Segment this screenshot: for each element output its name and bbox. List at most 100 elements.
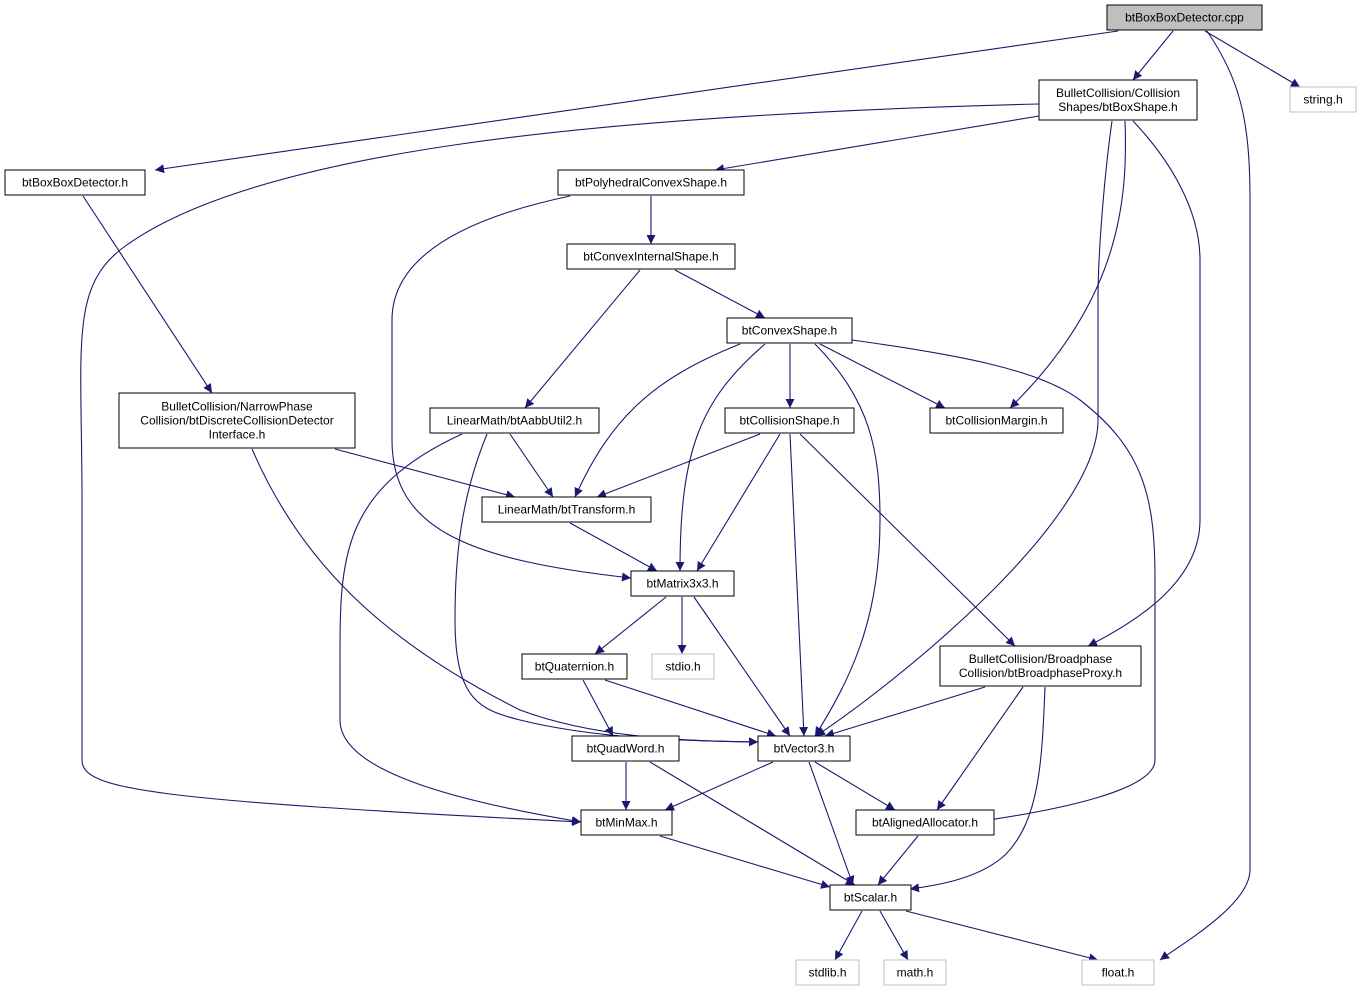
node-label: string.h xyxy=(1303,93,1342,107)
edge-btScalar-to-float xyxy=(905,910,1099,963)
edge-btQuaternion-to-btVector3 xyxy=(604,679,777,738)
edge-btBoxShape-to-btPolyhedralConvexShape xyxy=(714,115,1040,173)
edge-btBroadphaseProxy-to-btScalar xyxy=(909,686,1046,893)
node-box xyxy=(521,653,628,680)
edge-btMatrix3x3-to-btQuaternion xyxy=(594,596,667,655)
node-box xyxy=(580,809,673,836)
node-label: Interface.h xyxy=(209,428,266,442)
node-label: btQuaternion.h xyxy=(535,660,614,674)
edge-btVector3-to-btScalar xyxy=(808,761,855,886)
node-btMatrix3x3[interactable]: btMatrix3x3.h xyxy=(630,570,735,597)
node-btBoxBoxDetector_h[interactable]: btBoxBoxDetector.h xyxy=(4,169,146,196)
node-label: Collision/btDiscreteCollisionDetector xyxy=(140,414,333,428)
edge-btAabbUtil2-to-btMinMax xyxy=(339,433,582,825)
edge-btBoxShape-to-btBroadphaseProxy xyxy=(1087,120,1201,647)
node-label: LinearMath/btAabbUtil2.h xyxy=(447,414,582,428)
node-box xyxy=(566,243,736,270)
edge-btBoxShape-to-btVector3 xyxy=(815,120,1113,737)
node-label: BulletCollision/Collision xyxy=(1056,86,1180,100)
node-label: btConvexShape.h xyxy=(742,324,837,338)
edge-btTransform-to-btMatrix3x3 xyxy=(569,522,658,572)
node-box xyxy=(757,735,851,762)
node-btTransform[interactable]: LinearMath/btTransform.h xyxy=(481,496,652,523)
node-btConvexInternalShape[interactable]: btConvexInternalShape.h xyxy=(566,243,736,270)
node-box xyxy=(4,169,146,196)
edge-btAabbUtil2-to-btTransform xyxy=(509,433,554,498)
edge-btBroadphaseProxy-to-btAlignedAllocator xyxy=(936,686,1024,811)
node-btPolyhedralConvexShape[interactable]: btPolyhedralConvexShape.h xyxy=(557,169,745,196)
edge-btQuadWord-to-btScalar xyxy=(649,761,856,886)
edge-btConvexInternalShape-to-btAabbUtil2 xyxy=(524,269,641,409)
edge-btConvexShape-to-btVector3 xyxy=(814,343,881,737)
edge-btScalar-to-stdlib xyxy=(834,910,863,961)
edge-btMatrix3x3-to-btVector3 xyxy=(693,596,791,737)
node-box xyxy=(630,570,735,597)
node-label: Collision/btBroadphaseProxy.h xyxy=(959,666,1122,680)
edge-btBoxShape-to-btMinMax xyxy=(80,103,1040,827)
node-btCollisionMargin[interactable]: btCollisionMargin.h xyxy=(929,407,1064,434)
edge-btDiscreteCollisionDetector-to-btTransform xyxy=(334,448,516,500)
node-label: btPolyhedralConvexShape.h xyxy=(575,176,727,190)
node-label: btConvexInternalShape.h xyxy=(583,250,718,264)
node-btQuaternion[interactable]: btQuaternion.h xyxy=(521,653,628,680)
node-label: LinearMath/btTransform.h xyxy=(498,503,636,517)
node-box xyxy=(429,407,600,434)
node-btVector3[interactable]: btVector3.h xyxy=(757,735,851,762)
node-label: btMatrix3x3.h xyxy=(646,577,718,591)
node-btCollisionShape[interactable]: btCollisionShape.h xyxy=(724,407,855,434)
node-box xyxy=(829,884,912,911)
node-float: float.h xyxy=(1081,959,1155,986)
node-layer: btBoxBoxDetector.cppBulletCollision/Coll… xyxy=(4,4,1357,986)
node-label: Shapes/btBoxShape.h xyxy=(1058,100,1177,114)
node-box xyxy=(1289,86,1357,113)
edge-btCollisionShape-to-btBroadphaseProxy xyxy=(799,433,1016,647)
node-box xyxy=(571,735,680,762)
node-label: math.h xyxy=(897,966,934,980)
node-label: btAlignedAllocator.h xyxy=(872,816,978,830)
node-string: string.h xyxy=(1289,86,1357,113)
node-btDiscreteCollisionDetector[interactable]: BulletCollision/NarrowPhaseCollision/btD… xyxy=(118,392,356,449)
node-btMinMax[interactable]: btMinMax.h xyxy=(580,809,673,836)
node-btScalar[interactable]: btScalar.h xyxy=(829,884,912,911)
node-math: math.h xyxy=(883,959,947,986)
edge-btBoxShape-to-btCollisionMargin xyxy=(1009,120,1127,409)
node-label: float.h xyxy=(1102,966,1135,980)
edge-root-to-btBoxShape xyxy=(1132,30,1174,81)
node-box xyxy=(795,959,860,986)
node-btAabbUtil2[interactable]: LinearMath/btAabbUtil2.h xyxy=(429,407,600,434)
node-box xyxy=(939,645,1142,687)
edge-btMinMax-to-btScalar xyxy=(659,835,831,889)
node-label: btCollisionMargin.h xyxy=(945,414,1047,428)
node-btAlignedAllocator[interactable]: btAlignedAllocator.h xyxy=(855,809,995,836)
node-btBroadphaseProxy[interactable]: BulletCollision/BroadphaseCollision/btBr… xyxy=(939,645,1142,687)
node-box xyxy=(883,959,947,986)
edge-root-to-string xyxy=(1204,30,1301,88)
node-box xyxy=(118,392,356,449)
node-label: btBoxBoxDetector.h xyxy=(22,176,128,190)
node-box xyxy=(1038,79,1198,121)
node-label: btBoxBoxDetector.cpp xyxy=(1125,11,1244,25)
edge-btConvexShape-to-btAlignedAllocator xyxy=(851,339,1156,826)
edge-btCollisionShape-to-btVector3 xyxy=(789,433,809,737)
edge-btBoxBoxDetector_h-to-btDiscreteCollisionDetector xyxy=(82,195,213,394)
node-box xyxy=(724,407,855,434)
node-stdio: stdio.h xyxy=(651,653,715,680)
edge-btScalar-to-math xyxy=(879,910,909,961)
node-box xyxy=(855,809,995,836)
edge-root-to-float xyxy=(1159,30,1251,961)
node-box xyxy=(557,169,745,196)
node-btQuadWord[interactable]: btQuadWord.h xyxy=(571,735,680,762)
node-label: btQuadWord.h xyxy=(587,742,665,756)
node-box xyxy=(651,653,715,680)
node-root: btBoxBoxDetector.cpp xyxy=(1106,4,1263,31)
node-stdlib: stdlib.h xyxy=(795,959,860,986)
edge-btQuaternion-to-btQuadWord xyxy=(582,679,614,737)
edge-btAlignedAllocator-to-btScalar xyxy=(877,835,919,886)
node-box xyxy=(929,407,1064,434)
edge-btConvexShape-to-btCollisionMargin xyxy=(819,343,946,409)
node-btBoxShape[interactable]: BulletCollision/CollisionShapes/btBoxSha… xyxy=(1038,79,1198,121)
edge-root-to-btBoxBoxDetector_h xyxy=(154,30,1119,174)
node-btConvexShape[interactable]: btConvexShape.h xyxy=(726,317,853,344)
edge-btCollisionShape-to-btTransform xyxy=(596,433,761,498)
edge-btVector3-to-btAlignedAllocator xyxy=(814,761,896,811)
